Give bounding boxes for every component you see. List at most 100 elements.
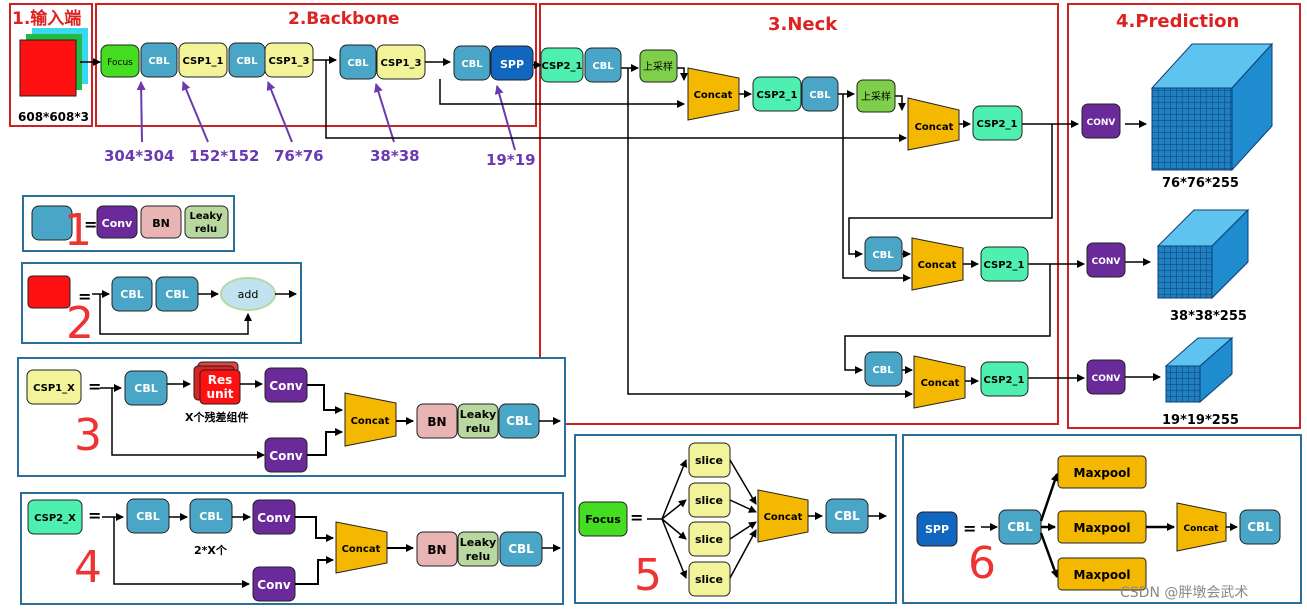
svg-text:Maxpool: Maxpool bbox=[1074, 466, 1131, 480]
backbone-cbl-block-2: CBL bbox=[228, 42, 266, 78]
svg-text:Concat: Concat bbox=[915, 122, 954, 133]
neck-concat-block-1: Concat bbox=[687, 67, 740, 121]
backbone-csp1-3-block-2: CSP1_3 bbox=[376, 44, 426, 80]
svg-text:CBL: CBL bbox=[872, 365, 894, 376]
svg-text:Concat: Concat bbox=[351, 416, 390, 427]
neck-csp2-1-block-2: CSP2_1 bbox=[752, 76, 802, 112]
svg-text:CSP1_3: CSP1_3 bbox=[381, 58, 422, 69]
svg-text:CBL: CBL bbox=[165, 288, 188, 301]
svg-text:BN: BN bbox=[427, 543, 446, 557]
svg-text:CBL: CBL bbox=[136, 510, 159, 523]
legend-1-cbl: 1 = Conv BN Leaky relu bbox=[22, 195, 235, 256]
svg-text:CBL: CBL bbox=[508, 542, 534, 556]
backbone-focus-block: Focus bbox=[100, 44, 140, 78]
backbone-cbl-block-4: CBL bbox=[453, 45, 491, 81]
neck-cbl-block-2: CBL bbox=[801, 76, 839, 112]
neck-csp2-1-block-5: CSP2_1 bbox=[980, 361, 1029, 397]
svg-text:CBL: CBL bbox=[506, 414, 532, 428]
neck-upsample-block-2: 上采样 bbox=[856, 79, 896, 113]
svg-text:Conv: Conv bbox=[257, 578, 291, 592]
neck-connectors bbox=[325, 60, 1161, 398]
legend-6-spp: SPP = 6 CBL Maxpool Maxpool Maxpool Conc… bbox=[902, 434, 1302, 604]
svg-text:Leaky: Leaky bbox=[460, 536, 496, 549]
svg-text:relu: relu bbox=[466, 422, 491, 435]
svg-text:CBL: CBL bbox=[148, 56, 170, 67]
neck-csp2-1-block-4: CSP2_1 bbox=[980, 246, 1029, 282]
svg-text:X个残差组件: X个残差组件 bbox=[185, 410, 248, 424]
svg-text:Focus: Focus bbox=[585, 513, 621, 526]
svg-text:2*X个: 2*X个 bbox=[194, 543, 228, 557]
svg-text:Maxpool: Maxpool bbox=[1074, 568, 1131, 582]
svg-text:=: = bbox=[963, 519, 976, 538]
prediction-section-title: 4.Prediction bbox=[1116, 11, 1239, 32]
svg-text:5: 5 bbox=[634, 550, 662, 601]
svg-text:Conv: Conv bbox=[102, 217, 133, 230]
neck-cbl-block-3: CBL bbox=[864, 236, 903, 272]
output-cube-38 bbox=[1156, 208, 1250, 300]
svg-text:CBL: CBL bbox=[1247, 520, 1273, 534]
svg-text:CBL: CBL bbox=[199, 510, 222, 523]
svg-text:add: add bbox=[238, 288, 259, 301]
backbone-cbl-block-1: CBL bbox=[140, 42, 178, 78]
neck-section-frame bbox=[539, 3, 1059, 425]
input-image-stack bbox=[19, 28, 88, 97]
size-label-152: 152*152 bbox=[189, 147, 259, 165]
svg-text:CONV: CONV bbox=[1092, 257, 1121, 267]
svg-text:CSP2_1: CSP2_1 bbox=[757, 90, 798, 101]
size-label-76: 76*76 bbox=[274, 147, 324, 165]
legend-4-csp2-x: CSP2_X = 4 CBL CBL 2*X个 Conv Conv Concat… bbox=[20, 492, 564, 605]
svg-text:Maxpool: Maxpool bbox=[1074, 521, 1131, 535]
svg-text:CBL: CBL bbox=[236, 56, 258, 67]
svg-text:Concat: Concat bbox=[1184, 524, 1220, 534]
svg-text:CONV: CONV bbox=[1087, 118, 1116, 128]
svg-text:SPP: SPP bbox=[500, 58, 524, 71]
svg-text:slice: slice bbox=[695, 573, 723, 586]
legend-3-csp1-x: CSP1_X = 3 CBL Res unit X个残差组件 Conv Conv… bbox=[17, 357, 566, 477]
svg-text:CSP2_1: CSP2_1 bbox=[984, 375, 1025, 386]
svg-text:=: = bbox=[88, 377, 101, 396]
svg-text:CSP2_1: CSP2_1 bbox=[542, 61, 583, 72]
svg-text:CBL: CBL bbox=[872, 250, 894, 261]
svg-text:=: = bbox=[88, 506, 101, 525]
backbone-section-title: 2.Backbone bbox=[288, 9, 400, 29]
size-label-304: 304*304 bbox=[104, 147, 174, 165]
svg-text:4: 4 bbox=[74, 542, 102, 593]
neck-concat-block-3: Concat bbox=[911, 237, 964, 291]
svg-text:CONV: CONV bbox=[1092, 374, 1121, 384]
svg-text:Focus: Focus bbox=[107, 58, 133, 68]
svg-text:CSP1_X: CSP1_X bbox=[33, 383, 75, 394]
neck-concat-block-4: Concat bbox=[913, 355, 966, 409]
svg-text:CBL: CBL bbox=[809, 90, 831, 101]
output-cube-76 bbox=[1150, 42, 1274, 172]
svg-text:CBL: CBL bbox=[347, 58, 369, 69]
svg-text:relu: relu bbox=[466, 550, 491, 563]
svg-text:Concat: Concat bbox=[342, 544, 381, 555]
backbone-csp1-3-block-1: CSP1_3 bbox=[264, 42, 314, 78]
legend-5-focus: Focus = 5 slice slice slice slice Concat… bbox=[574, 434, 897, 604]
svg-text:CSP2_1: CSP2_1 bbox=[984, 260, 1025, 271]
output-label-76: 76*76*255 bbox=[1162, 176, 1239, 191]
svg-text:CBL: CBL bbox=[461, 59, 483, 70]
svg-text:slice: slice bbox=[695, 454, 723, 467]
neck-cbl-block-4: CBL bbox=[864, 351, 903, 387]
svg-text:Concat: Concat bbox=[694, 90, 733, 101]
svg-text:unit: unit bbox=[207, 387, 234, 401]
backbone-size-pointers bbox=[136, 81, 516, 151]
svg-text:Concat: Concat bbox=[921, 378, 960, 389]
svg-text:CBL: CBL bbox=[120, 288, 143, 301]
size-label-38: 38*38 bbox=[370, 147, 420, 165]
neck-section-title: 3.Neck bbox=[768, 14, 838, 35]
svg-text:BN: BN bbox=[427, 415, 446, 429]
input-section-frame bbox=[9, 3, 93, 127]
svg-text:slice: slice bbox=[695, 533, 723, 546]
size-label-19: 19*19 bbox=[486, 151, 536, 169]
svg-text:CSP1_1: CSP1_1 bbox=[183, 56, 224, 67]
neck-csp2-1-block-3: CSP2_1 bbox=[972, 105, 1023, 141]
svg-text:relu: relu bbox=[195, 224, 217, 235]
svg-text:CSP2_X: CSP2_X bbox=[34, 513, 76, 524]
svg-text:Conv: Conv bbox=[269, 379, 303, 393]
svg-text:BN: BN bbox=[152, 217, 170, 230]
svg-text:=: = bbox=[630, 508, 643, 527]
input-section-title: 1.输入端 bbox=[12, 8, 81, 29]
neck-csp2-1-block-1: CSP2_1 bbox=[540, 47, 584, 83]
